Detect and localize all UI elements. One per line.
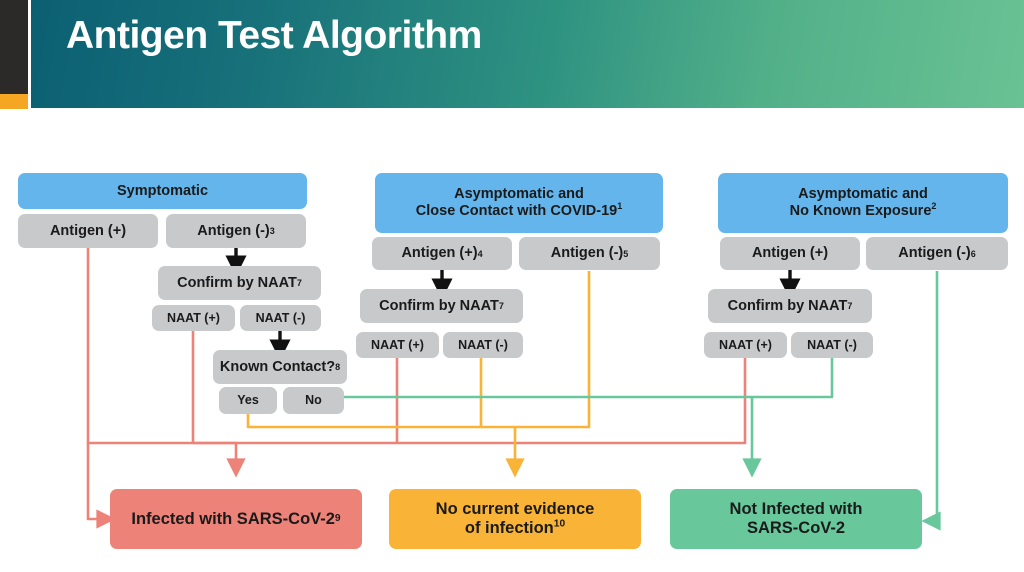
node-label: NAAT (-) — [807, 337, 857, 352]
outcome-label-line-2-text: of infection — [464, 519, 554, 537]
node-cc-naat-negative: NAAT (-) — [443, 332, 523, 358]
heading-line-2-text: Close Contact with COVID-19 — [415, 203, 618, 219]
node-label: Antigen (+) — [751, 245, 829, 262]
node-label: No — [305, 393, 322, 408]
node-label: NAAT (-) — [255, 310, 306, 325]
heading-line-2: No Known Exposure2 — [789, 201, 937, 220]
node-label: NAAT (+) — [167, 310, 220, 325]
node-sym-yes: Yes — [219, 387, 277, 414]
outcome-label-line-1: Not Infected with — [729, 500, 863, 519]
link-ne-naat-neg-to-not-infected — [752, 358, 834, 399]
outcome-label: Infected with SARS-CoV-2 — [131, 509, 335, 528]
node-label: NAAT (+) — [371, 337, 424, 352]
column-heading-close-contact: Asymptomatic and Close Contact with COVI… — [375, 173, 663, 233]
outcome-not-infected: Not Infected with SARS-CoV-2 — [670, 489, 922, 549]
node-ne-naat-positive: NAAT (+) — [704, 332, 787, 358]
node-cc-naat-positive: NAAT (+) — [356, 332, 439, 358]
header-dark-accent-bar — [0, 0, 28, 94]
node-label: Antigen (-) — [550, 245, 624, 262]
header-orange-accent-bar — [0, 94, 28, 109]
node-label: Antigen (+) — [401, 245, 478, 262]
node-label: Confirm by NAAT — [379, 297, 499, 314]
node-sym-antigen-negative: Antigen (-)3 — [166, 214, 306, 248]
node-label: Yes — [237, 393, 259, 408]
footnote-marker: 1 — [617, 201, 623, 212]
node-sym-known-contact: Known Contact?8 — [213, 350, 347, 384]
page-title: Antigen Test Algorithm — [66, 14, 482, 57]
outcome-label-line-2: SARS-CoV-2 — [746, 519, 846, 537]
node-label: Confirm by NAAT — [177, 274, 297, 291]
heading-line-1: Asymptomatic and — [454, 186, 584, 203]
node-sym-no: No — [283, 387, 344, 414]
node-sym-naat-negative: NAAT (-) — [240, 305, 321, 331]
footnote-marker: 2 — [931, 201, 937, 212]
page-header: Antigen Test Algorithm — [0, 0, 1024, 110]
outcome-label-line-1: No current evidence — [435, 500, 595, 519]
node-label: Antigen (+) — [49, 222, 127, 239]
outcome-label-line-2: of infection10 — [465, 519, 565, 538]
outcome-no-current-evidence: No current evidence of infection10 — [389, 489, 641, 549]
node-cc-antigen-negative: Antigen (-)5 — [519, 237, 660, 270]
node-ne-antigen-positive: Antigen (+) — [720, 237, 860, 270]
heading-line-1: Asymptomatic and — [798, 186, 928, 203]
node-ne-naat-negative: NAAT (-) — [791, 332, 873, 358]
link-ne-antigen-neg-to-not-infected — [921, 271, 941, 531]
heading-line-2: Close Contact with COVID-191 — [415, 201, 623, 220]
footnote-marker: 10 — [553, 518, 566, 530]
column-heading-symptomatic: Symptomatic — [18, 173, 307, 209]
node-ne-antigen-negative: Antigen (-)6 — [866, 237, 1008, 270]
link-ne-naat-pos-to-infected — [397, 358, 747, 445]
heading-line-2-text: No Known Exposure — [789, 203, 932, 219]
node-label: NAAT (-) — [458, 337, 508, 352]
node-cc-antigen-positive: Antigen (+)4 — [372, 237, 512, 270]
column-heading-no-known-exposure: Asymptomatic and No Known Exposure2 — [718, 173, 1008, 233]
node-label: Antigen (-) — [898, 245, 971, 262]
header-gradient-band — [31, 0, 1024, 108]
node-label: Confirm by NAAT — [727, 297, 848, 314]
node-label: NAAT (+) — [719, 337, 772, 352]
link-red-side-entry-to-infected — [86, 443, 116, 529]
node-sym-antigen-positive: Antigen (+) — [18, 214, 158, 248]
node-label: Known Contact? — [219, 358, 336, 375]
link-cc-antigen-neg-to-no-evidence — [515, 271, 591, 429]
link-sym-yes-to-no-evidence — [246, 414, 515, 429]
node-label: Antigen (-) — [197, 222, 270, 239]
node-sym-naat-positive: NAAT (+) — [152, 305, 235, 331]
